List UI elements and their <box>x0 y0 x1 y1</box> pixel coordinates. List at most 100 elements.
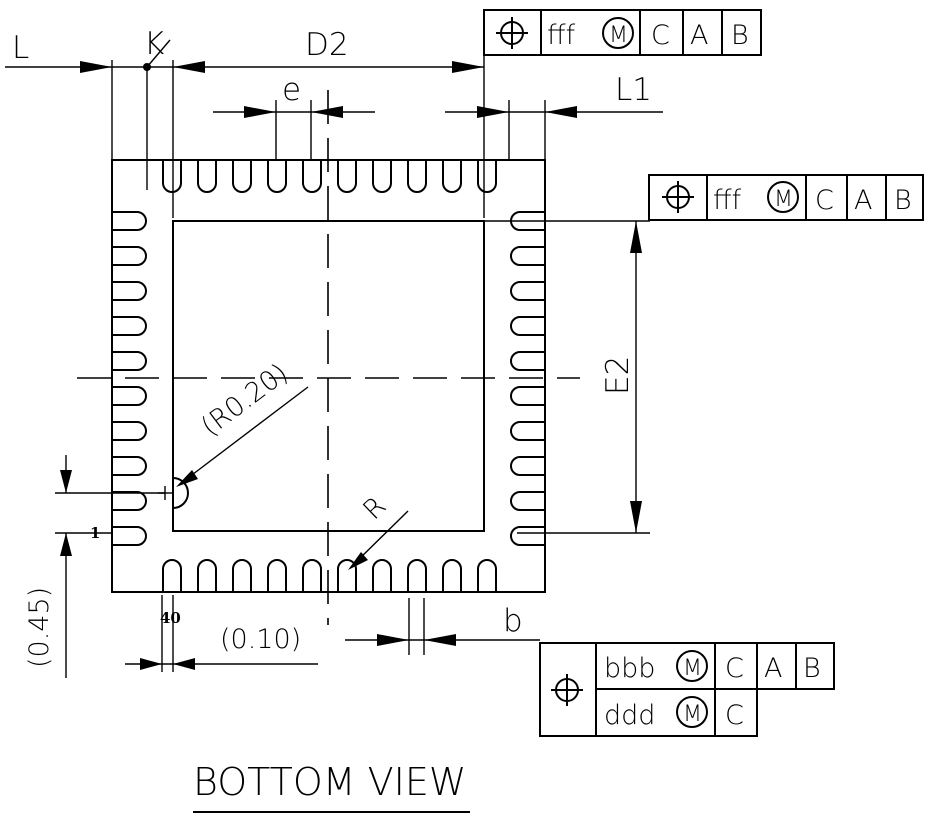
fcf-top-tol: fff <box>547 20 576 51</box>
pad-left <box>112 386 147 406</box>
pad-top <box>267 160 287 193</box>
arrow-d2-right <box>452 61 484 73</box>
position-tolerance-icon <box>551 674 583 706</box>
fcf-top-datum-2: A <box>690 20 708 51</box>
arrow-e-right <box>311 106 343 118</box>
svg-text:M: M <box>609 23 628 48</box>
fcf-right-tol: fff <box>713 185 742 216</box>
arrow-010-right <box>173 658 195 670</box>
mmc-modifier-icon: M <box>602 17 634 49</box>
pad-left <box>112 316 147 336</box>
label-e2: E2 <box>600 356 636 395</box>
fcf-bottom-row1-datum-3: B <box>803 653 821 684</box>
arrow-e-left <box>244 106 276 118</box>
pad-bottom <box>302 559 322 592</box>
fcf-right: fff M C A B <box>648 174 924 221</box>
label-pin1: 1 <box>90 524 100 542</box>
pad-group <box>112 160 545 592</box>
fcf-bottom-row2-tol: ddd <box>604 700 655 731</box>
arrow-r020 <box>176 470 198 487</box>
pad-right <box>510 316 545 336</box>
arrow-d2-left <box>173 61 205 73</box>
fcf-bottom-row1-tol: bbb <box>604 653 655 684</box>
position-tolerance-icon <box>496 17 528 49</box>
label-045: (0.45) <box>24 587 55 668</box>
arrow-b-left <box>377 634 409 646</box>
fcf-right-datum-2: A <box>854 185 872 216</box>
leader-r020 <box>179 386 309 485</box>
pad-top <box>442 160 462 193</box>
fcf-top-datum-3: B <box>731 20 749 51</box>
pad-bottom <box>197 559 217 592</box>
arrow-l1-left <box>477 106 509 118</box>
pad-top <box>372 160 392 193</box>
fcf-top: fff M C A B <box>483 9 762 56</box>
label-e: e <box>282 72 301 108</box>
label-pin40: 40 <box>160 609 181 627</box>
arrow-010-left <box>140 658 162 670</box>
pin1-notch <box>172 477 189 509</box>
mmc-modifier-icon: M <box>676 650 708 682</box>
pad-top <box>477 160 497 193</box>
pad-top <box>232 160 252 193</box>
pad-bottom <box>407 559 427 592</box>
pad-top <box>162 160 182 193</box>
pad-right <box>510 421 545 441</box>
pad-bottom <box>372 559 392 592</box>
pad-bottom <box>232 559 252 592</box>
pad-bottom <box>267 559 287 592</box>
pad-top <box>197 160 217 193</box>
label-l1: L1 <box>615 72 652 108</box>
arrow-r <box>348 552 368 570</box>
pad-left <box>112 246 147 266</box>
fcf-bottom: bbb M C A B ddd M C <box>539 642 835 737</box>
pad-bottom <box>337 559 357 592</box>
label-k: K <box>144 26 164 62</box>
fcf-top-datum-1: C <box>651 20 670 51</box>
leader-k <box>146 39 171 68</box>
pad-right <box>510 386 545 406</box>
svg-text:M: M <box>683 656 702 681</box>
pad-right <box>510 526 545 546</box>
pad-right <box>510 491 545 511</box>
fcf-bottom-row1-datum-2: A <box>764 653 782 684</box>
pad-bottom <box>477 559 497 592</box>
pad-top <box>407 160 427 193</box>
arrow-b-right <box>424 634 456 646</box>
arrow-045-bottom <box>60 533 72 556</box>
pad-right <box>510 351 545 371</box>
arrow-e2-top <box>630 221 642 253</box>
pad-right <box>510 281 545 301</box>
fcf-bottom-row2-datum-1: C <box>725 700 744 731</box>
label-r: R <box>357 491 392 526</box>
pad-bottom <box>442 559 462 592</box>
pad-bottom <box>162 559 182 592</box>
pad-right <box>510 456 545 476</box>
pad-left <box>112 351 147 371</box>
pad-left <box>112 211 147 231</box>
arrow-e2-bottom <box>630 501 642 533</box>
label-b: b <box>503 603 523 639</box>
pad-left <box>112 491 147 511</box>
label-d2: D2 <box>305 27 349 63</box>
fcf-right-datum-1: C <box>815 185 834 216</box>
pad-right <box>510 246 545 266</box>
svg-text:M: M <box>774 187 793 212</box>
pad-left <box>112 421 147 441</box>
mmc-modifier-icon: M <box>676 696 708 728</box>
position-tolerance-icon <box>662 181 694 213</box>
label-r020: (R0.20) <box>196 358 294 443</box>
arrow-l <box>80 61 112 73</box>
pad-left <box>112 526 147 546</box>
fcf-bottom-row1-datum-1: C <box>725 653 744 684</box>
svg-text:M: M <box>683 702 702 727</box>
arrow-045-top <box>60 470 72 493</box>
view-title: BOTTOM VIEW <box>193 760 466 804</box>
fcf-right-datum-3: B <box>894 185 912 216</box>
pad-left <box>112 456 147 476</box>
label-010: (0.10) <box>220 624 301 655</box>
mmc-modifier-icon: M <box>767 181 799 213</box>
label-l: L <box>12 30 29 66</box>
arrow-l1-right <box>545 106 577 118</box>
pad-left <box>112 281 147 301</box>
